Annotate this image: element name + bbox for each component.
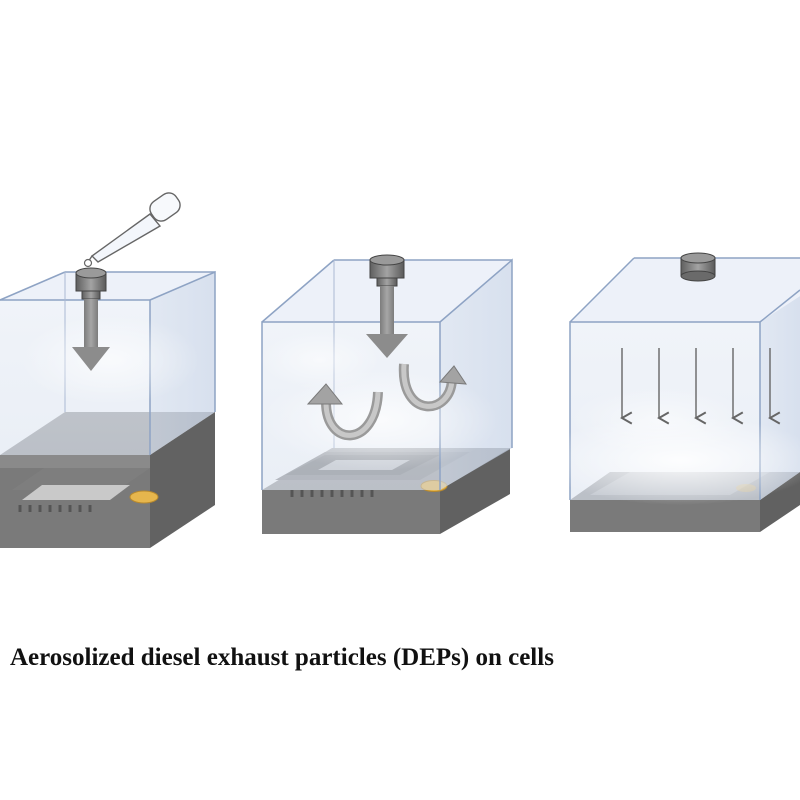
nebulizer-nozzle [75,267,107,300]
down-arrow [366,286,408,358]
well-slots [18,505,92,512]
figure-caption: Aerosolized diesel exhaust particles (DE… [10,644,554,671]
glass-chamber [0,270,216,455]
pipette-icon [83,192,181,268]
panel-2 [260,254,513,534]
deposition-arrows [620,348,781,425]
circulation-arrow-right [398,363,467,412]
well-slots [290,490,374,497]
panel-3 [540,252,800,532]
cell-culture-well [129,490,159,504]
panel-1 [0,192,216,548]
nebulizer-nozzle [369,254,405,287]
circulation-arrow-left [306,383,383,441]
glass-chamber [540,257,800,505]
down-arrow [72,299,110,371]
nebulizer-nozzle [680,252,716,282]
